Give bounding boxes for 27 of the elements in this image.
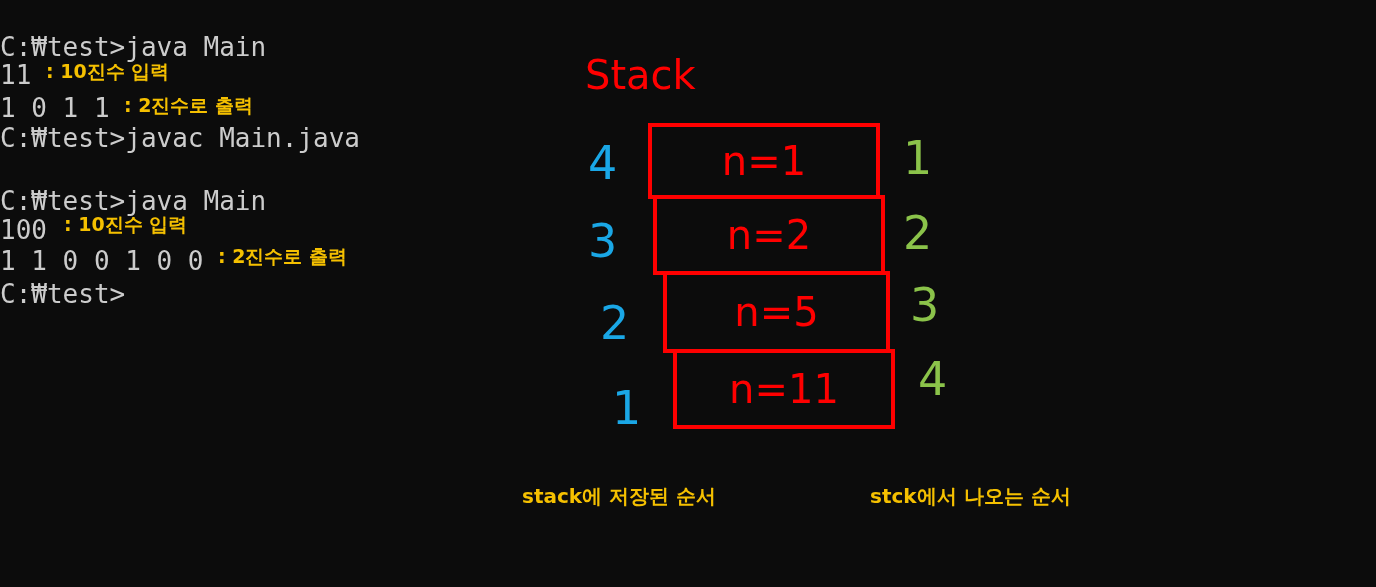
- terminal-line: C:₩test>: [0, 281, 126, 307]
- stack-cell: n=1: [648, 123, 880, 199]
- terminal-line: 100: [0, 217, 47, 243]
- terminal-line: C:₩test>java Main: [0, 34, 267, 60]
- annotation-text: : 2진수로 출력: [124, 96, 254, 115]
- terminal-line: C:₩test>java Main: [0, 188, 267, 214]
- terminal-line: C:₩test>javac Main.java: [0, 125, 361, 151]
- stack-cell: n=11: [673, 349, 895, 429]
- order-number: 2: [600, 300, 630, 346]
- stack-cell: n=2: [653, 195, 885, 275]
- order-number: 4: [588, 140, 618, 186]
- order-number: 1: [903, 135, 933, 181]
- order-number: 4: [918, 356, 948, 402]
- annotation-text: : 10진수 입력: [46, 62, 170, 81]
- caption: stck에서 나오는 순서: [870, 486, 1071, 506]
- order-number: 3: [588, 218, 618, 264]
- order-number: 2: [903, 210, 933, 256]
- stack-heading: Stack: [585, 55, 696, 95]
- terminal-line: 1 1 0 0 1 0 0: [0, 248, 204, 274]
- order-number: 1: [612, 385, 642, 431]
- annotation-text: : 10진수 입력: [64, 215, 188, 234]
- terminal-line: 1 0 1 1: [0, 95, 110, 121]
- annotation-text: : 2진수로 출력: [218, 247, 348, 266]
- stack-cell: n=5: [663, 271, 890, 353]
- caption: stack에 저장된 순서: [522, 486, 717, 506]
- terminal-line: 11: [0, 62, 32, 88]
- order-number: 3: [910, 282, 940, 328]
